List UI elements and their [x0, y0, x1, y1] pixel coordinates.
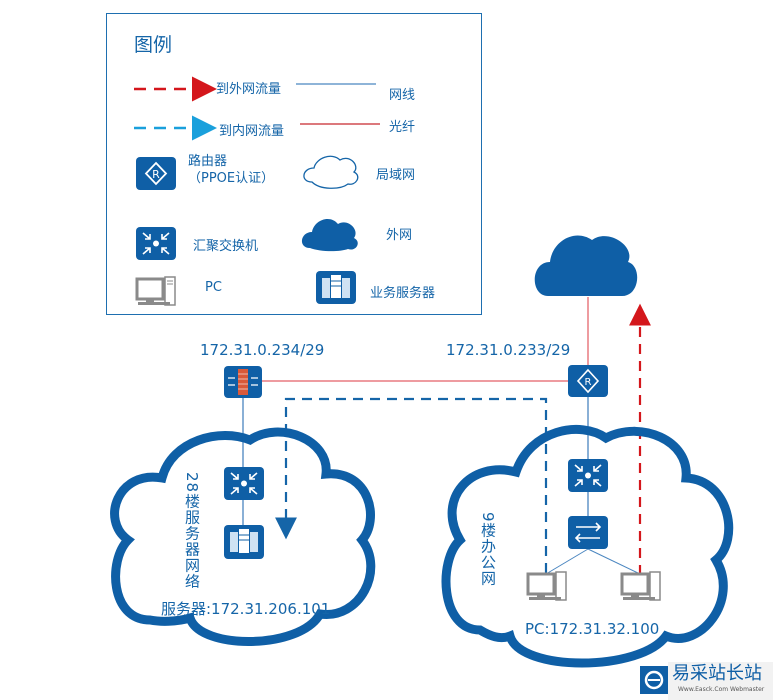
- firewall-ip-label: 172.31.0.234/29: [200, 341, 325, 359]
- legend-inbound-label: 到内网流量: [219, 124, 285, 139]
- watermark-subtitle: Www.Easck.Com Webmaster: [678, 686, 765, 693]
- legend-ethernet-label: 网线: [389, 88, 416, 103]
- office-network-label: 9楼办公网: [479, 512, 497, 587]
- server-network-label: 28楼服务器网络: [183, 472, 201, 590]
- legend-wan-cloud-icon: [301, 218, 358, 252]
- pc-icon: [620, 571, 661, 601]
- legend-wan-label: 外网: [386, 228, 413, 243]
- server-network-cloud: [110, 427, 376, 646]
- legend-pc-icon: [135, 276, 176, 306]
- firewall-icon: [224, 366, 262, 398]
- office-aggregation-switch-icon: [568, 459, 608, 492]
- svg-text:R: R: [585, 377, 592, 388]
- legend-router-auth-label: （PPOE认证）: [188, 171, 275, 186]
- legend-outbound-label: 到外网流量: [216, 82, 282, 97]
- legend-panel: [106, 13, 482, 315]
- cable-access-to-pc1: [545, 548, 589, 575]
- office-network-cloud: [441, 424, 734, 668]
- legend-lan-label: 局域网: [376, 168, 416, 183]
- legend-router-label: 路由器: [188, 154, 228, 169]
- legend-pc-label: PC: [205, 280, 222, 295]
- access-switch-icon: [568, 516, 608, 549]
- watermark-name: 易采站长站: [672, 663, 762, 684]
- watermark-panel: 易采站长站 Www.Easck.Com Webmaster: [668, 662, 773, 700]
- legend-router-icon: R: [136, 157, 176, 190]
- svg-text:R: R: [152, 168, 160, 181]
- inbound-traffic-path: [275, 397, 548, 573]
- business-server-icon: [224, 525, 264, 559]
- pc-icon: [526, 571, 567, 601]
- legend-aggregation-switch-icon: [136, 227, 176, 260]
- pc-address-label: PC:172.31.32.100: [525, 620, 660, 638]
- cable-access-to-pc2: [587, 548, 641, 575]
- legend-fiber-label: 光纤: [389, 120, 416, 135]
- server-aggregation-switch-icon: [224, 467, 264, 500]
- watermark-logo: [640, 666, 668, 694]
- legend-aggregation-switch-label: 汇聚交换机: [193, 239, 259, 254]
- router-ip-label: 172.31.0.233/29: [446, 341, 571, 359]
- internet-cloud-icon: [534, 235, 638, 296]
- legend-business-server-label: 业务服务器: [370, 286, 436, 301]
- legend-lan-cloud-icon: [303, 155, 359, 189]
- legend-business-server-icon: [316, 271, 356, 304]
- legend-title: 图例: [134, 34, 173, 56]
- router-icon: R: [568, 365, 608, 397]
- server-address-label: 服务器:172.31.206.101: [161, 600, 331, 618]
